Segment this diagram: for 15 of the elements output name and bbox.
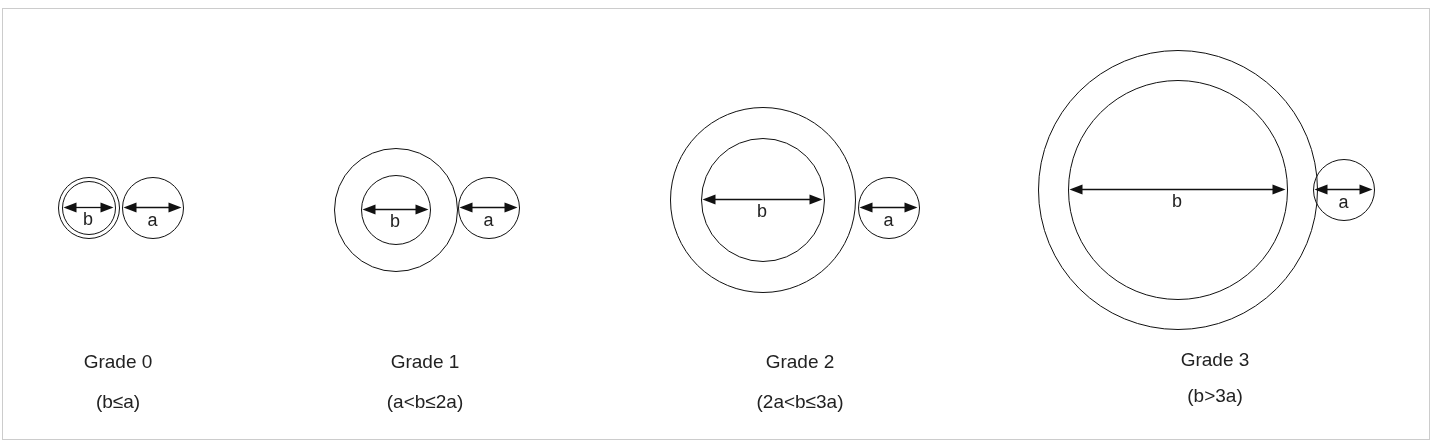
dimension-label: a xyxy=(882,209,895,230)
dimension-label: a xyxy=(1337,191,1350,212)
grade-condition: (b≤a) xyxy=(95,391,141,413)
dimension-label: b xyxy=(1171,191,1183,211)
grade-label: Grade 3 xyxy=(1180,349,1250,371)
grade-label: Grade 1 xyxy=(390,351,460,373)
grade-condition: (a<b≤2a) xyxy=(386,391,464,413)
dimension-label: b xyxy=(756,201,768,221)
grade-label: Grade 0 xyxy=(83,351,153,373)
grade-condition: (2a<b≤3a) xyxy=(756,391,844,413)
dimension-label: b xyxy=(389,211,401,231)
dimension-label: a xyxy=(146,209,159,230)
grade-label: Grade 2 xyxy=(765,351,835,373)
dimension-label: a xyxy=(482,209,495,230)
grade-condition: (b>3a) xyxy=(1187,385,1243,407)
